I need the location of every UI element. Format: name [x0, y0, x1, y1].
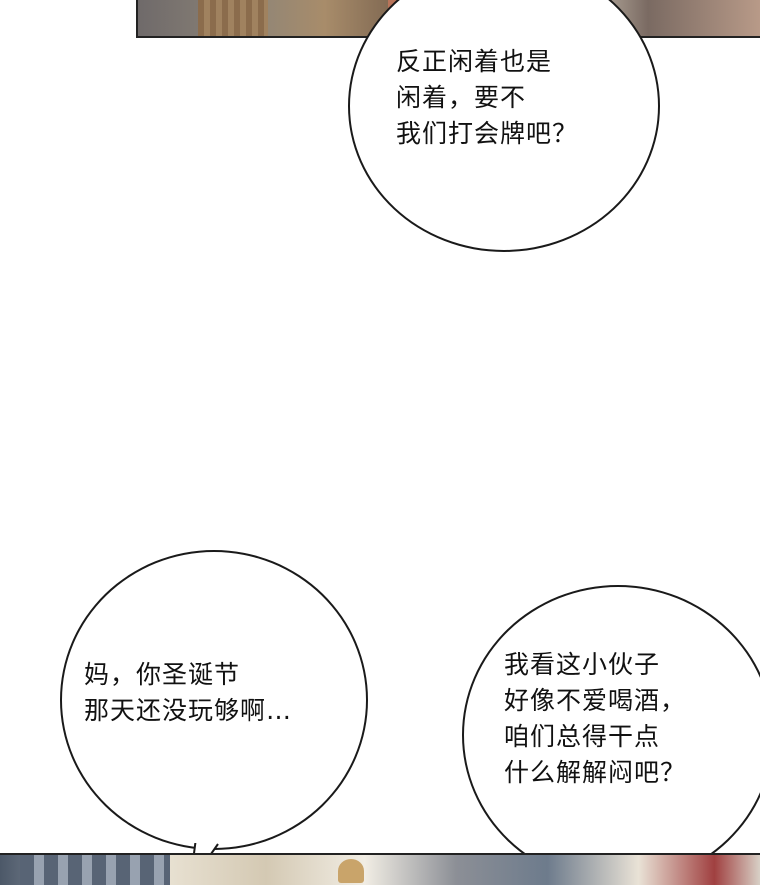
scene-curtains	[20, 855, 170, 885]
speech-bubble-2: 妈，你圣诞节 那天还没玩够啊…	[60, 550, 368, 850]
scene-furniture	[198, 0, 268, 36]
bottom-panel-scene	[0, 853, 760, 885]
speech-bubble-1-text: 反正闲着也是 闲着，要不 我们打会牌吧？	[396, 47, 579, 148]
speech-bubble-1: 反正闲着也是 闲着，要不 我们打会牌吧？	[348, 0, 660, 252]
speech-bubble-2-text: 妈，你圣诞节 那天还没玩够啊…	[84, 660, 293, 725]
speech-bubble-3-text: 我看这小伙子 好像不爱喝酒， 咱们总得干点 什么解解闷吧？	[504, 650, 687, 787]
speech-bubble-3: 我看这小伙子 好像不爱喝酒， 咱们总得干点 什么解解闷吧？	[462, 585, 760, 885]
scene-lamp	[338, 859, 364, 883]
